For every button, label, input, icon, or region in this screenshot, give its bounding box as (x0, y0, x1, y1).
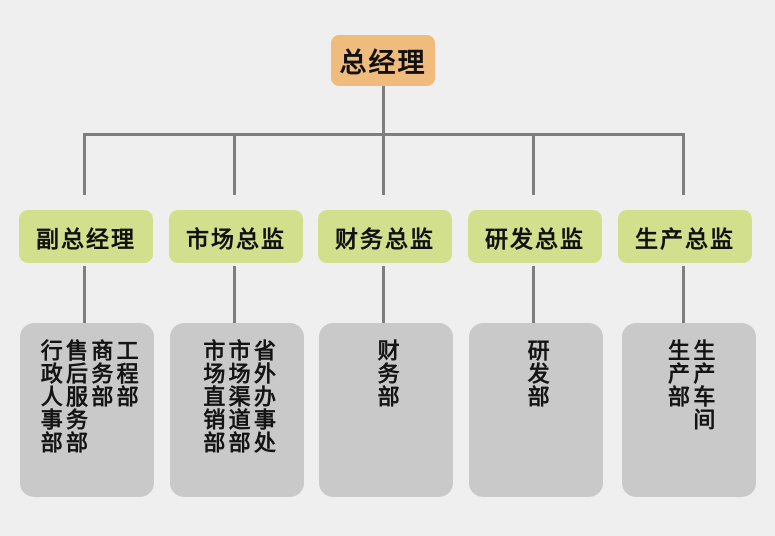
node-director-2-label: 市场总监 (186, 226, 286, 253)
node-department-group-4[interactable]: 研发部 (469, 323, 603, 497)
connector-root-stem (382, 86, 385, 134)
department-label: 市场渠道部 (224, 339, 250, 454)
department-columns-2: 省外办事处 市场渠道部 市场直销部 (199, 339, 275, 497)
department-label: 生产车间 (689, 339, 715, 431)
node-director-1-label: 副总经理 (36, 226, 136, 253)
connector-bus-to-director-1 (83, 133, 86, 195)
department-label: 财务部 (373, 339, 399, 408)
node-department-group-3[interactable]: 财务部 (319, 323, 453, 497)
department-label: 行政人事部 (36, 339, 62, 454)
node-department-group-1[interactable]: 工程部 商务部 售后服务部 行政人事部 (20, 323, 154, 497)
node-director-3-label: 财务总监 (335, 226, 435, 253)
department-columns-5: 生产车间 生产部 (664, 339, 715, 497)
node-director-4[interactable]: 研发总监 (468, 210, 602, 263)
connector-director-2-to-dept (233, 266, 236, 323)
department-label: 市场直销部 (199, 339, 225, 454)
department-columns-4: 研发部 (523, 339, 549, 497)
connector-director-3-to-dept (382, 266, 385, 323)
department-label: 售后服务部 (62, 339, 87, 454)
department-columns-1: 工程部 商务部 售后服务部 行政人事部 (36, 339, 138, 497)
department-label: 工程部 (112, 339, 138, 408)
node-director-2[interactable]: 市场总监 (169, 210, 303, 263)
connector-director-5-to-dept (682, 266, 685, 323)
node-director-5-label: 生产总监 (635, 226, 735, 253)
node-department-group-2[interactable]: 省外办事处 市场渠道部 市场直销部 (170, 323, 304, 497)
connector-bus-to-director-3 (382, 133, 385, 195)
department-label: 省外办事处 (249, 339, 275, 454)
node-department-group-5[interactable]: 生产车间 生产部 (622, 323, 756, 497)
node-director-4-label: 研发总监 (485, 226, 585, 253)
connector-director-1-to-dept (83, 266, 86, 323)
connector-bus-to-director-5 (682, 133, 685, 195)
department-label: 研发部 (523, 339, 549, 408)
connector-bus-to-director-4 (532, 133, 535, 195)
node-director-5[interactable]: 生产总监 (618, 210, 752, 263)
node-general-manager-label: 总经理 (339, 48, 427, 79)
department-columns-3: 财务部 (373, 339, 399, 497)
node-director-3[interactable]: 财务总监 (318, 210, 452, 263)
department-label: 商务部 (87, 339, 113, 408)
connector-director-4-to-dept (532, 266, 535, 323)
node-general-manager[interactable]: 总经理 (331, 35, 435, 86)
department-label: 生产部 (664, 339, 689, 408)
node-director-1[interactable]: 副总经理 (19, 210, 153, 263)
connector-bus-to-director-2 (233, 133, 236, 195)
